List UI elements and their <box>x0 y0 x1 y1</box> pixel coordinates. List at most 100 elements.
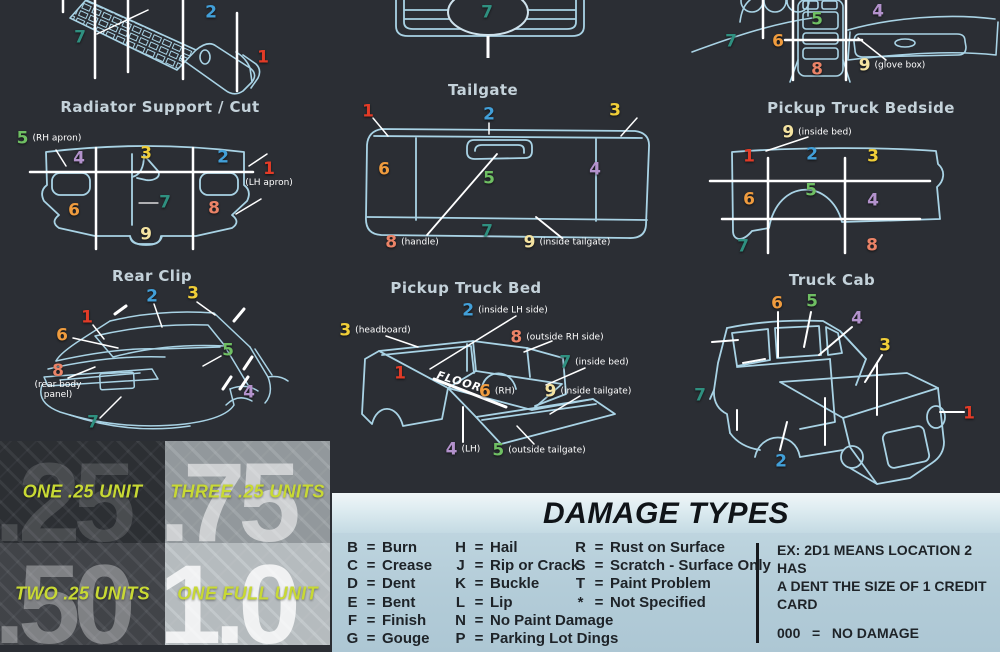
location-marker-3: 3 <box>879 335 891 356</box>
location-marker-2: 2 <box>217 147 229 168</box>
marker-number: 1 <box>81 307 93 328</box>
location-marker-4: 4 <box>589 161 601 179</box>
location-marker-6: 6 <box>743 191 755 209</box>
bedside-title: Pickup Truck Bedside <box>767 99 955 117</box>
location-marker-1: 1(LH apron) <box>232 161 306 189</box>
location-marker-7: 7 <box>87 414 99 432</box>
truck-cab-title: Truck Cab <box>788 271 876 289</box>
marker-number: 4 <box>872 1 884 22</box>
marker-number: 3 <box>187 283 199 304</box>
marker-number: 2 <box>483 104 495 125</box>
unit-size-panels: .25 ONE .25 UNIT .75 THREE .25 UNITS .50… <box>0 441 330 645</box>
damage-name: Bent <box>382 593 416 611</box>
metal-texture <box>0 543 165 645</box>
equals-sign: = <box>594 539 604 556</box>
location-marker-4: 4 <box>872 1 884 22</box>
marker-number: 5 <box>811 9 823 30</box>
damage-name: Rip or Crack <box>490 557 580 575</box>
unit-label: TWO .25 UNITS <box>15 583 150 604</box>
location-marker-7: 7 <box>737 236 749 257</box>
marker-number: 6 <box>378 159 390 180</box>
location-marker-4: 4 <box>243 384 255 402</box>
damage-example-block: EX: 2D1 MEANS LOCATION 2 HAS A DENT THE … <box>777 541 995 652</box>
damage-type-row: P=Parking Lot Dings <box>453 630 618 648</box>
equals-sign: = <box>366 630 376 648</box>
marker-number: 5 <box>483 168 495 189</box>
marker-label: (outside RH side) <box>526 332 604 343</box>
damage-type-row: H=Hail <box>453 539 618 557</box>
damage-example-line1: EX: 2D1 MEANS LOCATION 2 HAS <box>777 541 995 577</box>
location-marker-9: 9(inside tailgate) <box>524 234 611 252</box>
unit-label: ONE FULL UNIT <box>177 583 318 604</box>
location-marker-3: 3 <box>140 145 152 163</box>
damage-code: C <box>347 557 358 575</box>
location-marker-2: 2 <box>775 451 787 472</box>
marker-label: (glove box) <box>874 60 926 71</box>
location-marker-3: 3 <box>867 148 879 166</box>
unit-label: ONE .25 UNIT <box>22 481 143 502</box>
damage-code: K <box>455 575 466 593</box>
location-marker-2: 2 <box>483 104 495 125</box>
damage-name: Parking Lot Dings <box>490 630 619 648</box>
marker-number: 8 <box>811 59 823 80</box>
location-marker-2: 2 <box>806 146 818 164</box>
damage-type-row: J=Rip or Crack <box>453 557 618 575</box>
location-marker-7: 7 <box>159 194 171 212</box>
radiator-support-art <box>28 145 268 251</box>
marker-number: 7 <box>737 236 749 257</box>
damage-type-row: B=Burn <box>345 539 432 557</box>
damage-type-row: L=Lip <box>453 594 618 612</box>
location-marker-1: 1 <box>743 146 755 167</box>
damage-code: D <box>347 575 358 593</box>
marker-number: 7 <box>481 2 493 23</box>
marker-number: 5 <box>806 291 818 312</box>
marker-number: 7 <box>559 352 572 373</box>
marker-number: 1 <box>257 47 269 68</box>
damage-name: Rust on Surface <box>610 539 726 556</box>
marker-number: 8 <box>510 327 523 348</box>
marker-number: 2 <box>775 451 787 472</box>
marker-number: 1 <box>743 146 755 167</box>
marker-number: 2 <box>205 2 217 23</box>
location-marker-2: 2 <box>146 288 158 306</box>
equals-sign: = <box>594 575 604 593</box>
marker-number: 3 <box>879 335 891 356</box>
damage-code: H <box>455 539 466 556</box>
location-marker-5: 5 <box>483 168 495 189</box>
tailgate-art <box>365 117 650 239</box>
marker-label: (LH) <box>461 444 481 455</box>
unit-value: .50 <box>0 543 136 646</box>
marker-number: 4 <box>867 190 879 211</box>
damage-panel-header <box>332 493 1000 533</box>
unit-panel-three-quarter: .75 THREE .25 UNITS <box>165 441 330 543</box>
marker-label: (outside tailgate) <box>508 445 586 456</box>
location-marker-6: 6 <box>378 159 390 180</box>
marker-number: 2 <box>217 147 229 168</box>
marker-number: 8 <box>866 235 878 256</box>
location-marker-7: 7 <box>725 33 737 51</box>
equals-sign: = <box>474 575 484 593</box>
marker-number: 6 <box>68 200 80 221</box>
equals-sign: = <box>474 630 484 648</box>
damage-name: Buckle <box>490 575 540 593</box>
location-marker-5: 5(outside tailgate) <box>492 442 586 460</box>
equals-sign: = <box>366 593 376 611</box>
damage-name: Crease <box>382 557 433 575</box>
location-marker-7: 7(inside bed) <box>559 352 628 373</box>
marker-label: (RH) <box>494 386 515 397</box>
location-marker-5: 5 <box>806 291 818 312</box>
damage-type-row: E=Bent <box>345 594 432 612</box>
location-marker-6: 6 <box>56 327 68 345</box>
truck-cab-art <box>709 311 965 485</box>
damage-code: B <box>347 539 358 556</box>
dashboard-art <box>691 0 999 83</box>
damage-panel-divider <box>756 543 759 643</box>
truck-bed-art <box>361 315 616 445</box>
location-marker-3: 3(headboard) <box>339 322 410 340</box>
